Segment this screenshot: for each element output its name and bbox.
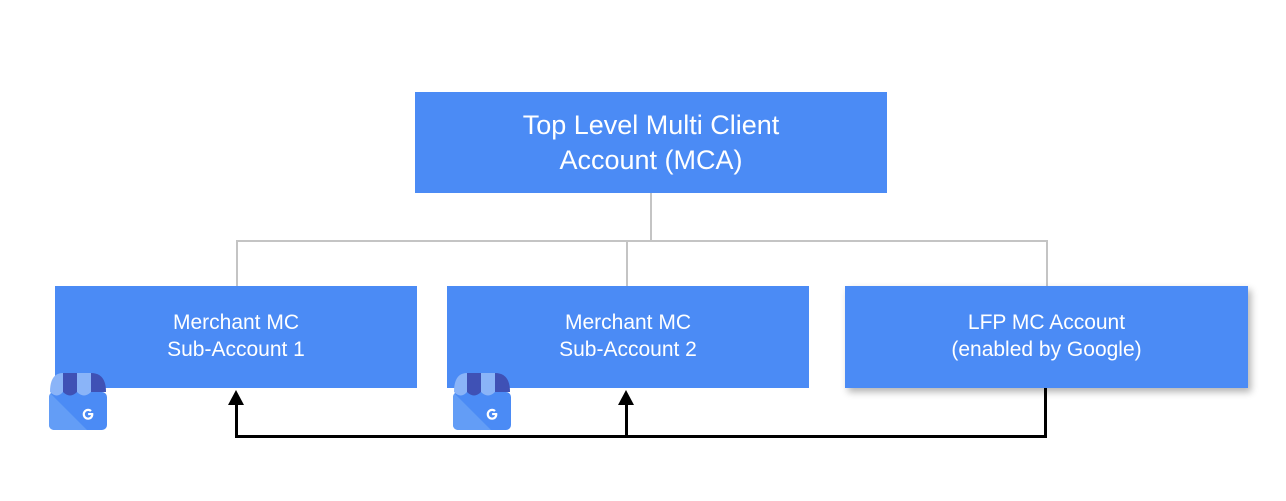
edge-feedback-to-sub-account-2 — [625, 400, 628, 436]
arrow-up-icon — [618, 390, 634, 405]
edge-bus-to-sub-account-1 — [236, 240, 238, 287]
google-business-profile-storefront-icon — [453, 373, 511, 430]
node-merchant-sub-account-1[interactable]: Merchant MC Sub-Account 1 — [55, 286, 417, 388]
edge-horizontal-bus — [236, 240, 1048, 242]
edge-feedback-to-sub-account-1 — [235, 400, 238, 436]
node-merchant-sub-account-2[interactable]: Merchant MC Sub-Account 2 — [447, 286, 809, 388]
google-business-profile-storefront-icon — [49, 373, 107, 430]
edge-lfp-downstroke — [1044, 388, 1047, 438]
node-top-level-mca-label: Top Level Multi Client Account (MCA) — [522, 109, 780, 175]
edge-bus-to-lfp-account — [1046, 240, 1048, 287]
node-merchant-sub-account-1-label: Merchant MC Sub-Account 1 — [167, 311, 305, 361]
edge-mca-to-bus — [650, 193, 652, 242]
node-merchant-sub-account-2-label: Merchant MC Sub-Account 2 — [559, 311, 697, 361]
edge-feedback-bus — [235, 435, 1047, 438]
node-lfp-mc-account[interactable]: LFP MC Account (enabled by Google) — [845, 286, 1248, 388]
node-top-level-mca[interactable]: Top Level Multi Client Account (MCA) — [415, 92, 887, 193]
arrow-up-icon — [228, 390, 244, 405]
edge-bus-to-sub-account-2 — [626, 240, 628, 287]
node-lfp-mc-account-label: LFP MC Account (enabled by Google) — [951, 311, 1142, 361]
